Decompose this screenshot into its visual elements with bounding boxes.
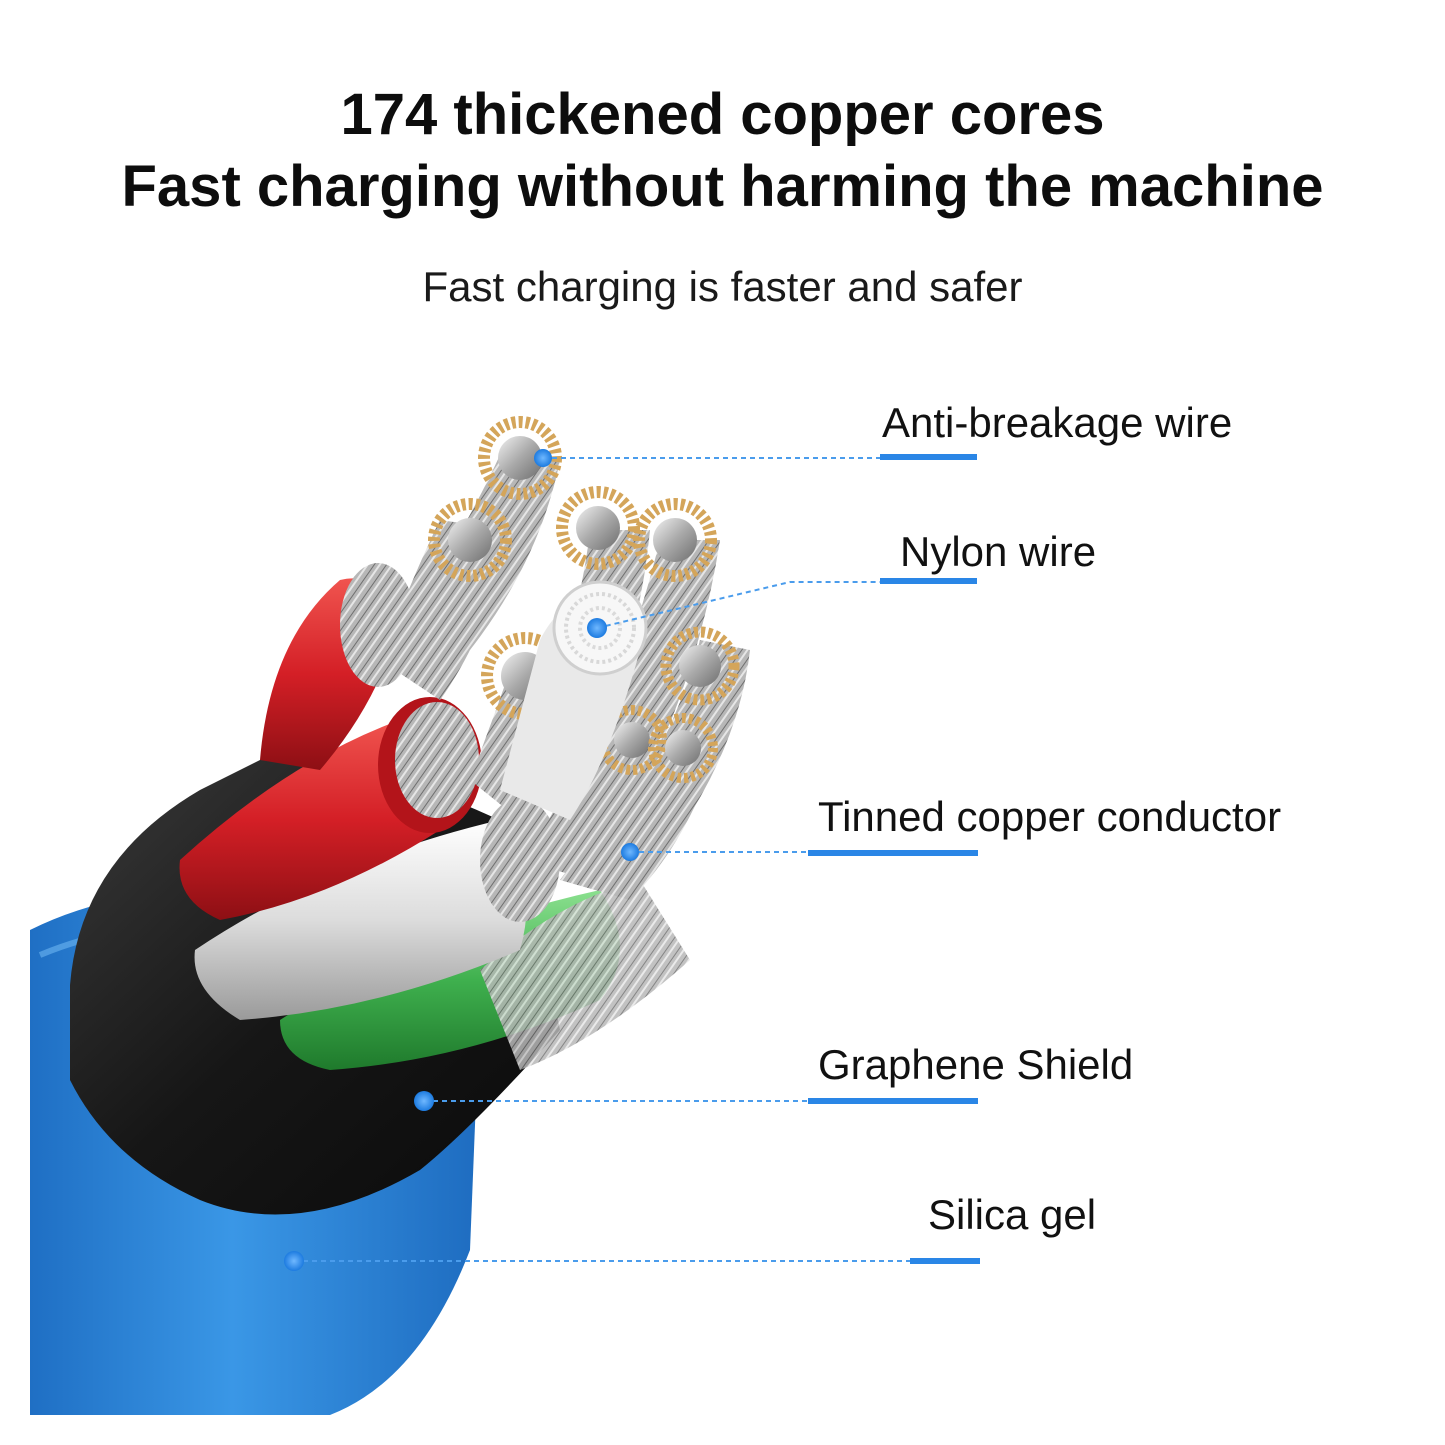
subtitle: Fast charging is faster and safer bbox=[422, 263, 1023, 310]
callout-label-silica-gel: Silica gel bbox=[928, 1191, 1097, 1238]
callout-label-tinned-copper-conductor: Tinned copper conductor bbox=[818, 793, 1282, 840]
headline-line-1: 174 thickened copper cores bbox=[340, 82, 1105, 147]
callout-leader-anti-breakage bbox=[534, 449, 977, 467]
callout-label-graphene-shield: Graphene Shield bbox=[818, 1041, 1134, 1088]
red-core-front bbox=[179, 697, 482, 920]
callout-accent-tinned-copper bbox=[808, 850, 978, 856]
green-core bbox=[280, 880, 690, 1070]
callout-accent-graphene bbox=[808, 1098, 978, 1104]
callout-dot-nylon bbox=[587, 618, 607, 638]
headline-line-2: Fast charging without harming the machin… bbox=[121, 154, 1324, 219]
callout-dot-tinned-copper bbox=[621, 843, 639, 861]
callout-accent-anti-breakage bbox=[880, 454, 977, 460]
callout-leader-silica bbox=[284, 1251, 980, 1271]
callout-label-anti-breakage-wire: Anti-breakage wire bbox=[882, 399, 1233, 446]
callout-dot-graphene bbox=[414, 1091, 434, 1111]
callout-dot-anti-breakage bbox=[534, 449, 552, 467]
callout-leader-nylon bbox=[587, 578, 977, 638]
callout-accent-silica bbox=[910, 1258, 980, 1264]
callout-accent-nylon bbox=[880, 578, 977, 584]
callout-leader-tinned-copper bbox=[621, 843, 978, 861]
callout-leader-graphene bbox=[414, 1091, 978, 1111]
callout-dot-silica bbox=[284, 1251, 304, 1271]
callout-label-nylon-wire: Nylon wire bbox=[900, 528, 1097, 575]
